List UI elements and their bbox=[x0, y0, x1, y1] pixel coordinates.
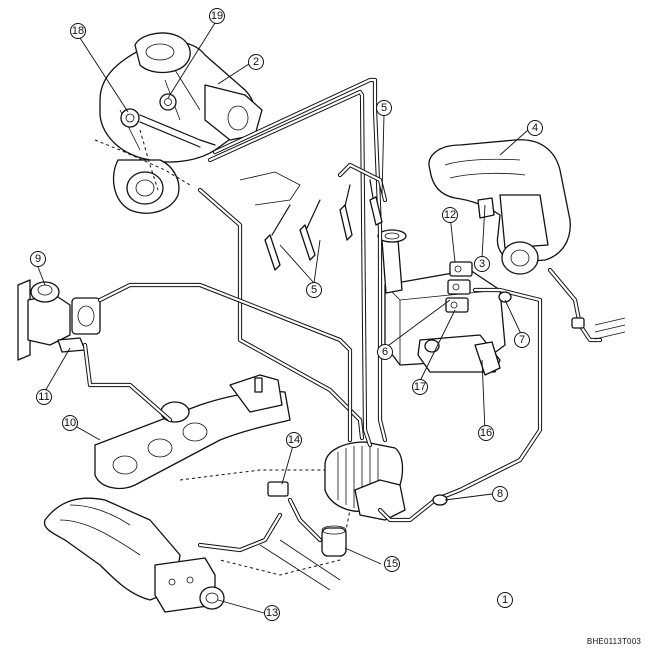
svg-text:16: 16 bbox=[480, 427, 492, 439]
svg-text:17: 17 bbox=[414, 381, 426, 393]
exhaust-manifold bbox=[94, 374, 291, 489]
callout-6: 6 bbox=[377, 344, 393, 360]
callouts: 18 19 2 5 4 12 3 9 5 7 6 17 11 10 16 14 … bbox=[30, 8, 543, 621]
intake-manifold bbox=[428, 139, 571, 275]
svg-text:18: 18 bbox=[72, 25, 84, 37]
svg-text:15: 15 bbox=[386, 558, 398, 570]
engine-block-lower-outline bbox=[179, 469, 351, 591]
callout-16: 16 bbox=[478, 425, 494, 441]
svg-text:11: 11 bbox=[38, 391, 49, 403]
callout-14: 14 bbox=[286, 432, 302, 448]
callout-13: 13 bbox=[264, 605, 280, 621]
callout-10: 10 bbox=[62, 415, 78, 431]
callout-12: 12 bbox=[442, 207, 458, 223]
svg-text:7: 7 bbox=[519, 334, 525, 346]
callout-11: 11 bbox=[36, 389, 52, 405]
callout-5-top: 5 bbox=[376, 100, 392, 116]
solenoid-valve-bracket bbox=[377, 229, 506, 376]
intake-duct-lower bbox=[43, 497, 225, 613]
callout-4: 4 bbox=[527, 120, 543, 136]
svg-text:3: 3 bbox=[479, 258, 485, 270]
svg-text:9: 9 bbox=[35, 253, 41, 265]
svg-text:1: 1 bbox=[502, 594, 508, 606]
document-code: BHE0113T003 bbox=[586, 637, 641, 646]
svg-text:10: 10 bbox=[64, 417, 76, 429]
callout-9: 9 bbox=[30, 251, 46, 267]
callout-3: 3 bbox=[474, 256, 490, 272]
callout-18: 18 bbox=[70, 23, 86, 39]
callout-2: 2 bbox=[248, 54, 264, 70]
callout-5-bottom: 5 bbox=[306, 282, 322, 298]
callout-8: 8 bbox=[492, 486, 508, 502]
callout-7: 7 bbox=[514, 332, 530, 348]
vacuum-chamber bbox=[267, 441, 406, 557]
turbocharger-assembly bbox=[94, 32, 263, 214]
callout-19: 19 bbox=[209, 8, 225, 24]
svg-text:12: 12 bbox=[444, 209, 456, 221]
svg-text:5: 5 bbox=[311, 284, 317, 296]
callout-1: 1 bbox=[497, 592, 513, 608]
vacuum-hoses bbox=[82, 77, 603, 553]
svg-text:4: 4 bbox=[532, 122, 538, 134]
svg-text:8: 8 bbox=[497, 488, 503, 500]
callout-leaders bbox=[37, 22, 529, 614]
svg-text:14: 14 bbox=[288, 434, 300, 446]
callout-17: 17 bbox=[412, 379, 428, 395]
pressure-control-solenoid bbox=[17, 279, 101, 361]
svg-text:6: 6 bbox=[382, 346, 388, 358]
svg-text:2: 2 bbox=[253, 56, 259, 68]
callout-15: 15 bbox=[384, 556, 400, 572]
svg-text:19: 19 bbox=[211, 10, 223, 22]
svg-text:5: 5 bbox=[381, 102, 387, 114]
svg-text:13: 13 bbox=[266, 607, 278, 619]
